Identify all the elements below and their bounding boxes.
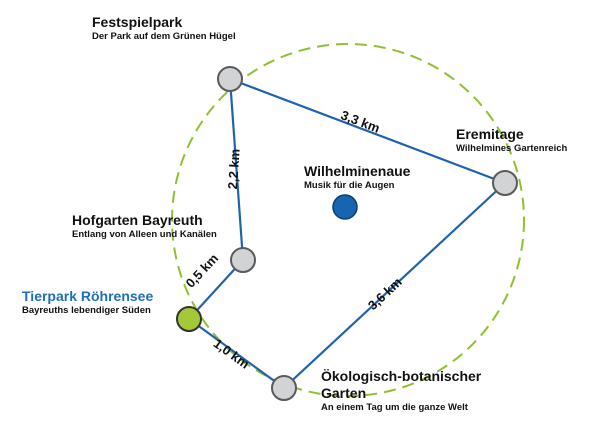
route-festspielpark-eremitage (229, 77, 506, 185)
oekologisch-subtitle: An einem Tag um die ganze Welt (321, 402, 468, 413)
hofgarten-subtitle: Entlang von Alleen und Kanälen (72, 229, 217, 240)
wilhelminenaue-title: Wilhelminenaue (304, 163, 411, 179)
tierpark-subtitle: Bayreuths lebendiger Süden (22, 305, 151, 316)
eremitage-label: Eremitage Wilhelmines Gartenreich (456, 126, 567, 155)
festspielpark-subtitle: Der Park auf dem Grünen Hügel (92, 31, 236, 42)
wilhelminenaue-subtitle: Musik für die Augen (304, 180, 395, 191)
route-hofgarten-tierpark (188, 259, 244, 320)
oekologisch-title-line2: Garten (321, 385, 367, 401)
oekologisch-title-line1: Ökologisch-botanischer (321, 368, 482, 384)
hofgarten-marker[interactable] (230, 247, 256, 273)
route-tierpark-oekologisch (188, 318, 285, 389)
wilhelminenaue-label: Wilhelminenaue Musik für die Augen (304, 163, 410, 192)
park-ring (171, 43, 525, 397)
route-lines (188, 77, 506, 389)
tierpark-marker[interactable] (176, 306, 202, 332)
hofgarten-label: Hofgarten Bayreuth Entlang von Alleen un… (72, 212, 217, 241)
wilhelminenaue-marker[interactable] (332, 194, 358, 220)
distance-festspielpark-hofgarten: 2,2 km (224, 148, 243, 190)
festspielpark-title: Festspielpark (92, 14, 183, 30)
oekologisch-label: Ökologisch-botanischer Garten An einem T… (321, 368, 481, 414)
tierpark-label: Tierpark Röhrensee Bayreuths lebendiger … (22, 288, 153, 317)
tierpark-title: Tierpark Röhrensee (22, 288, 154, 304)
oekologisch-marker[interactable] (271, 375, 297, 401)
festspielpark-label: Festspielpark Der Park auf dem Grünen Hü… (92, 14, 236, 43)
eremitage-marker[interactable] (492, 170, 518, 196)
route-oekologisch-eremitage (283, 182, 506, 389)
route-festspielpark-hofgarten (228, 78, 245, 261)
hofgarten-title: Hofgarten Bayreuth (72, 212, 203, 228)
eremitage-title: Eremitage (456, 126, 524, 142)
festspielpark-marker[interactable] (217, 66, 243, 92)
eremitage-subtitle: Wilhelmines Gartenreich (456, 143, 568, 154)
